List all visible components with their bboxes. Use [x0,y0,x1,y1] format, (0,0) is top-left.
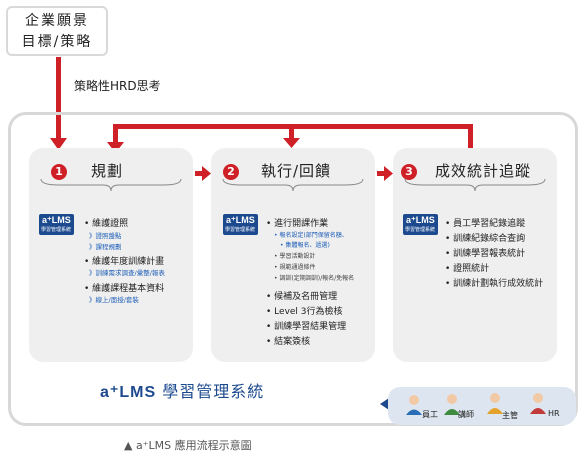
list-item: Level 3行為檢核 [266,304,342,317]
panel-title: 規劃 [91,162,124,180]
arrow-2-3-line [377,171,385,176]
panel-evaluation: 3 成效統計追蹤 a⁺LMS 學習管理系統 員工學習紀錄追蹤 訓練紀錄綜合查詢 … [393,148,557,362]
strategy-label: 策略性HRD思考 [74,79,161,93]
sub-item: 課程規劃 [89,241,122,251]
brace-icon [404,178,546,192]
sub-item: 集體報名、遞選) [280,240,329,249]
brand-name: 學習管理系統 [162,382,265,401]
triangle-icon: ▲ [124,439,136,452]
list-item: 候補及名冊管理 [266,289,337,302]
panel-title: 成效統計追蹤 [435,162,532,180]
users-arrowhead [380,398,389,410]
list-item: 進行開課作業 [266,216,328,229]
person-icon [487,393,503,414]
figure-caption: ▲ a⁺LMS 應用流程示意圖 [124,437,252,453]
sub-item: 報名設定(部門保留名額、 [274,230,347,239]
step-number: 3 [401,164,417,180]
people-icons [406,393,546,415]
logo-text: a⁺LMS [406,215,435,225]
caption-text: a⁺LMS 應用流程示意圖 [135,439,252,452]
lms-logo: a⁺LMS 學習管理系統 [403,214,438,235]
user-label: 員工 [422,410,438,419]
sub-item: 規範通過條件 [274,262,315,271]
logo-text: a⁺LMS [42,215,71,225]
list-item: 訓練紀錄綜合查詢 [445,231,525,244]
step-number: 1 [51,164,67,180]
brand-title: a⁺LMS 學習管理系統 [100,378,264,402]
vision-down-line [56,57,61,142]
brace-icon [40,178,182,192]
list-item: 結案簽核 [266,334,310,347]
list-item: 證照統計 [445,261,489,274]
list-item: 維護課程基本資料 [84,281,164,294]
loop-right-line [468,124,473,148]
logo-subtext: 學習管理系統 [225,227,256,233]
person-icon [444,394,460,415]
person-icon [406,395,422,415]
loop-mid-line [289,126,294,140]
arrow-2-3-head [384,166,393,181]
lms-frame [8,112,578,426]
vision-box: 企業願景 目標/策略 [6,6,108,56]
logo-subtext: 學習管理系統 [405,227,436,233]
list-item: 訓練計劃執行成效統計 [445,276,543,289]
lms-logo: a⁺LMS 學習管理系統 [39,214,74,235]
brace-icon [222,178,364,192]
sub-item: 學習活動設計 [274,251,315,260]
list-item: 訓練學習結果管理 [266,319,346,332]
vision-down-arrowhead [50,138,67,150]
logo-subtext: 學習管理系統 [41,227,72,233]
sub-item: 證照盤點 [89,230,122,240]
loop-left-line [113,124,118,148]
list-item: 維護年度訓練計畫 [84,254,164,267]
vision-line-1: 企業願景 [25,13,89,29]
panel-execution: 2 執行/回饋 a⁺LMS 學習管理系統 進行開課作業 報名設定(部門保留名額、… [211,148,375,362]
person-icon [530,393,546,414]
brand-prefix: a⁺LMS [100,384,157,401]
loop-mid-arrowhead [283,138,300,148]
arrow-1-2-line [195,171,203,176]
logo-text: a⁺LMS [226,215,255,225]
sub-item: 調訓(定期調訓)/報名/免報名 [274,273,354,282]
user-label: HR [548,409,560,418]
list-item: 員工學習紀錄追蹤 [445,216,525,229]
vision-line-2: 目標/策略 [21,34,93,50]
arrow-1-2-head [202,166,211,181]
sub-item: 訓練需求調查/彙整/報表 [89,267,165,277]
sub-item: 線上/面授/套裝 [89,294,139,304]
panel-planning: 1 規劃 a⁺LMS 學習管理系統 維護證照 證照盤點 課程規劃 維護年度訓練計… [29,148,193,362]
user-label: 講師 [458,410,474,419]
list-item: 訓練學習報表統計 [445,246,525,259]
users-box: 員工 講師 主管 HR [388,387,576,425]
user-label: 主管 [502,411,518,420]
lms-logo: a⁺LMS 學習管理系統 [223,214,258,235]
loop-left-arrowhead [107,142,124,153]
panel-title: 執行/回饋 [261,162,332,180]
step-number: 2 [223,164,239,180]
list-item: 維護證照 [84,216,128,229]
